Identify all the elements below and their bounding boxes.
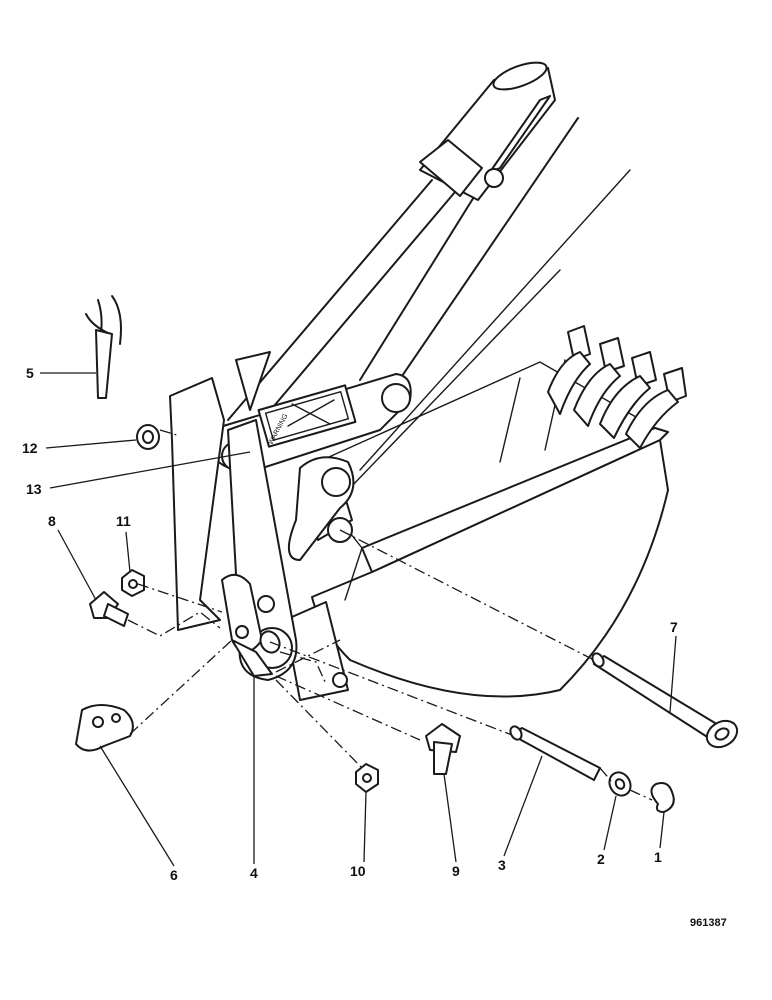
- part-11-nut: [121, 569, 145, 597]
- part-10-nut: [355, 763, 379, 793]
- callout-labels: 1 2 3 4 5 6 7 8 9 10 11 12 13: [22, 365, 678, 883]
- part-5-lynch-pin: [85, 295, 122, 399]
- part-1-circlip: [650, 782, 675, 813]
- callout-3: 3: [498, 857, 506, 873]
- leader-lines: [40, 372, 677, 867]
- assembly-centerlines: [127, 429, 653, 801]
- part-9-bolt: [425, 723, 461, 775]
- callout-4: 4: [250, 865, 258, 881]
- callout-13: 13: [26, 481, 42, 497]
- callout-2: 2: [597, 851, 605, 867]
- callout-7: 7: [670, 619, 678, 635]
- callout-10: 10: [350, 863, 366, 879]
- callout-12: 12: [22, 440, 38, 456]
- bucket: [284, 325, 687, 701]
- part-6-locking-plate: [75, 704, 134, 752]
- callout-5: 5: [26, 365, 34, 381]
- bucket-linkage: WARNING: [169, 351, 412, 681]
- reference-number: 961387: [690, 917, 727, 929]
- callout-1: 1: [654, 849, 662, 865]
- part-3-pivot-pin: [509, 725, 601, 781]
- callout-6: 6: [170, 867, 178, 883]
- callout-9: 9: [452, 863, 460, 879]
- part-8-bolt: [89, 591, 129, 627]
- callout-8: 8: [48, 513, 56, 529]
- part-7-long-pin: [591, 652, 739, 749]
- part-12-washer: [136, 424, 160, 450]
- callout-11: 11: [116, 513, 131, 529]
- part-2-washer: [608, 771, 632, 797]
- hydraulic-ram: [227, 61, 556, 433]
